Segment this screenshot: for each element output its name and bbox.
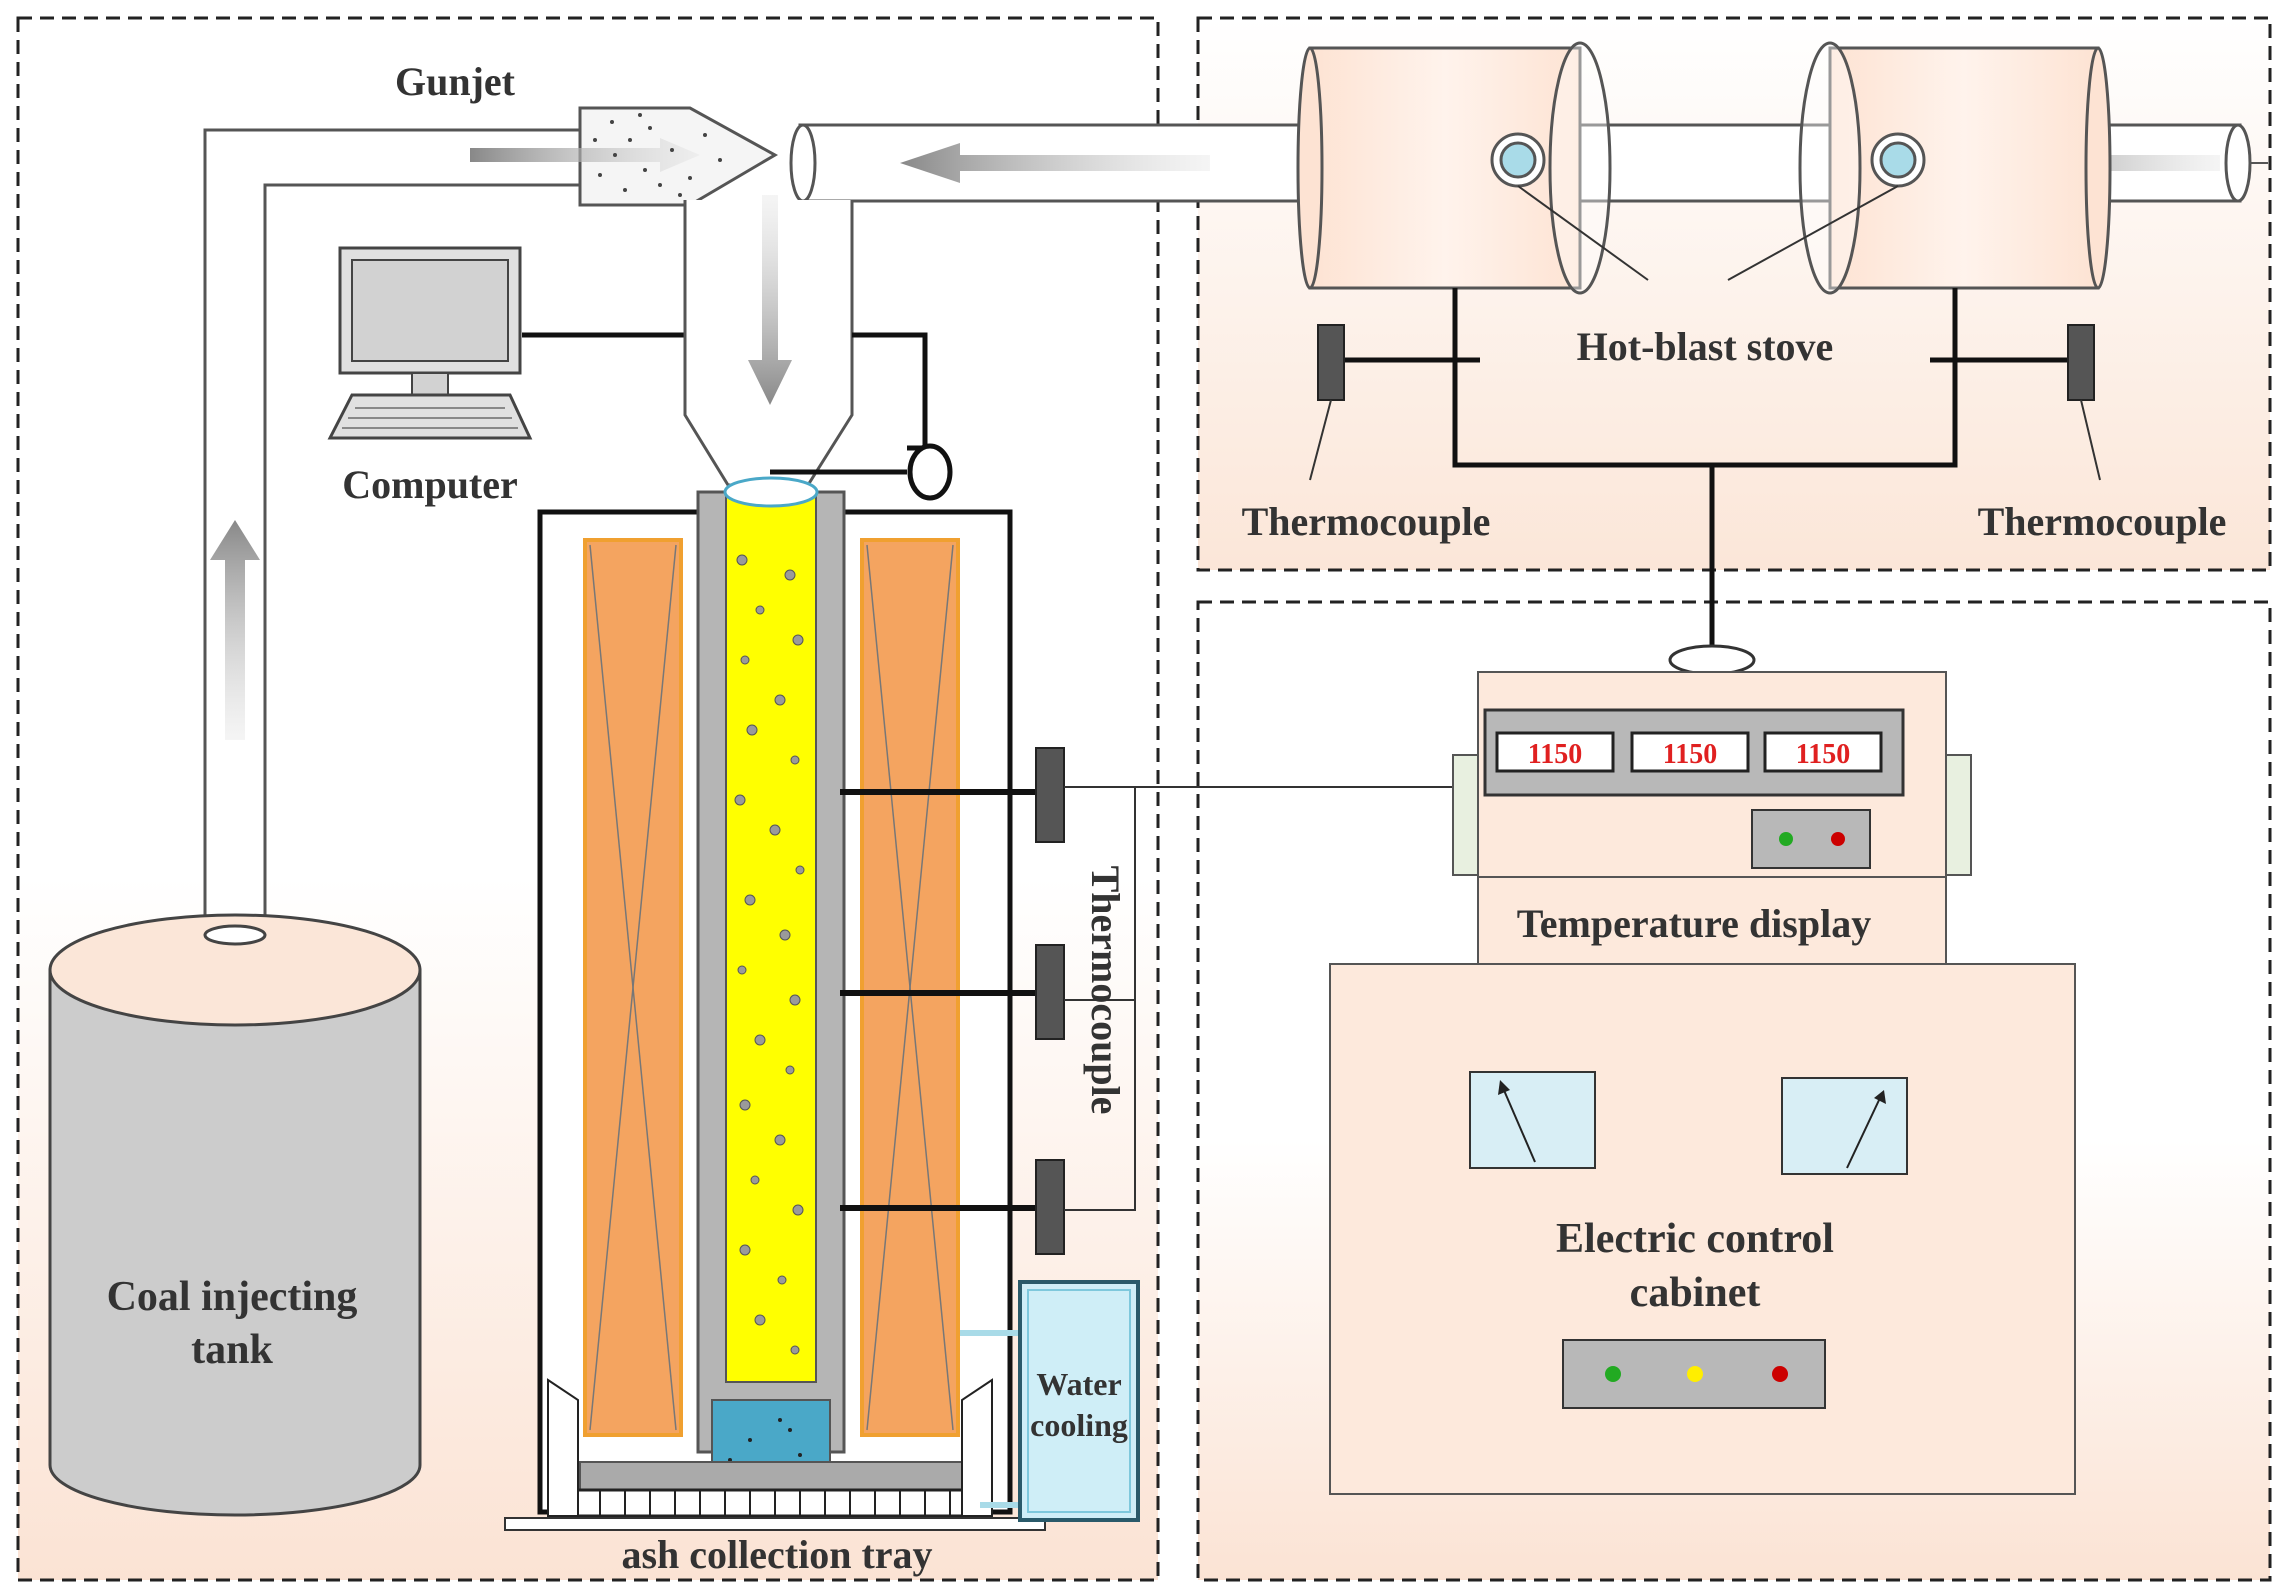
temperature-reading-3: 1150	[1796, 739, 1850, 770]
cabinet-red-indicator	[1772, 1366, 1788, 1382]
ash-tray-label: ash collection tray	[621, 1532, 932, 1577]
hot-blast-stove-2	[1798, 41, 2112, 295]
computer-label: Computer	[342, 462, 518, 507]
thermocouple-label-right: Thermocouple	[1978, 499, 2227, 544]
up-flow-arrow	[210, 520, 260, 740]
down-flow-arrow	[748, 195, 792, 405]
thermocouple-probe-right	[2067, 324, 2095, 401]
heater-right	[860, 538, 960, 1437]
coal-particles	[734, 554, 805, 1355]
meter-right	[1781, 1077, 1908, 1175]
temperature-reading-2: 1150	[1663, 739, 1717, 770]
electric-cabinet-label-2: cabinet	[1630, 1270, 1761, 1316]
hot-blast-stove-1	[1296, 41, 1612, 295]
cabinet-green-indicator	[1605, 1366, 1621, 1382]
temperature-display-unit: 1150 1150 1150 Temperature display	[1452, 644, 1972, 965]
meter-left	[1469, 1071, 1596, 1169]
gunjet-label: Gunjet	[395, 59, 516, 104]
gunjet: Gunjet	[395, 59, 779, 207]
electric-control-cabinet: Electric control cabinet	[1329, 963, 2076, 1495]
coal-injecting-tank: Coal injecting tank	[48, 913, 422, 1517]
display-green-indicator	[1779, 832, 1793, 846]
hot-blast-stove-label: Hot-blast stove	[1577, 324, 1834, 369]
display-red-indicator	[1831, 832, 1845, 846]
coal-tank-label-2: tank	[191, 1327, 273, 1373]
temperature-display-label: Temperature display	[1517, 901, 1871, 946]
thermocouple-probe-left	[1317, 324, 1345, 401]
cabinet-yellow-indicator	[1687, 1366, 1703, 1382]
temperature-reading-1: 1150	[1528, 739, 1582, 770]
coal-tank-label-1: Coal injecting	[107, 1274, 358, 1320]
hot-air-arrow-left	[900, 143, 1210, 183]
ash-collection-tray	[553, 1488, 987, 1518]
water-cooling-label-1: Water	[1036, 1366, 1121, 1402]
heater-left	[583, 538, 683, 1437]
computer-icon: Computer	[327, 246, 533, 507]
reactor-tube-inner	[725, 491, 817, 1383]
water-cooling-label-2: cooling	[1030, 1407, 1128, 1443]
thermocouple-label-left: Thermocouple	[1242, 499, 1491, 544]
furnace-thermocouple-label: Thermocouple	[1083, 866, 1128, 1115]
electric-cabinet-label-1: Electric control	[1556, 1216, 1834, 1262]
flowmeter	[907, 443, 953, 501]
furnace-thermocouples	[840, 747, 1136, 1255]
water-cooling-tank: Water cooling	[1018, 1280, 1140, 1522]
